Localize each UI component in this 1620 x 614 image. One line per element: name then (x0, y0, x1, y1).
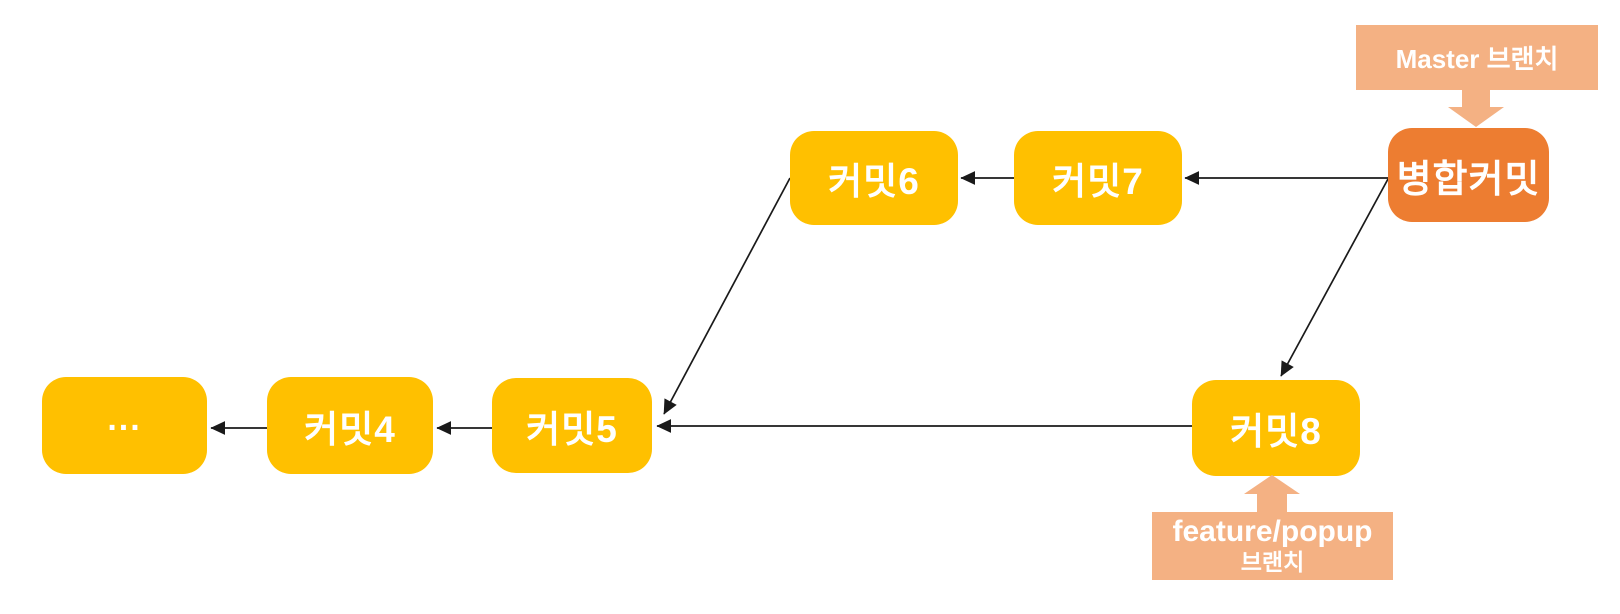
master-branch-label-text: Master 브랜치 (1395, 44, 1559, 74)
node-merge-commit-label: 병합커밋 (1396, 158, 1541, 201)
node-ellipsis-label: ... (107, 400, 142, 438)
node-commit6-label: 커밋6 (828, 161, 920, 202)
feature-branch-label: feature/popup 브랜치 (1152, 512, 1393, 580)
edge-merge-commit8 (1280, 178, 1389, 377)
node-commit7: 커밋7 (1014, 131, 1182, 225)
feature-branch-label-line1: feature/popup (1172, 514, 1373, 548)
node-commit5-label: 커밋5 (526, 408, 618, 450)
master-branch-label: Master 브랜치 (1356, 25, 1598, 90)
node-commit8-label: 커밋8 (1230, 411, 1322, 452)
node-commit4-label: 커밋4 (304, 408, 396, 450)
node-commit8: 커밋8 (1192, 380, 1360, 476)
node-commit6: 커밋6 (790, 131, 958, 225)
edge-commit6-commit5 (663, 177, 791, 415)
up-block-arrow-icon (1244, 475, 1300, 513)
feature-branch-label-line2: 브랜치 (1240, 549, 1305, 576)
node-merge-commit: 병합커밋 (1388, 128, 1549, 222)
down-block-arrow-icon (1448, 89, 1504, 127)
node-commit7-label: 커밋7 (1052, 161, 1144, 202)
node-commit4: 커밋4 (267, 377, 433, 474)
node-commit5: 커밋5 (492, 378, 652, 473)
node-ellipsis: ... (42, 377, 207, 474)
